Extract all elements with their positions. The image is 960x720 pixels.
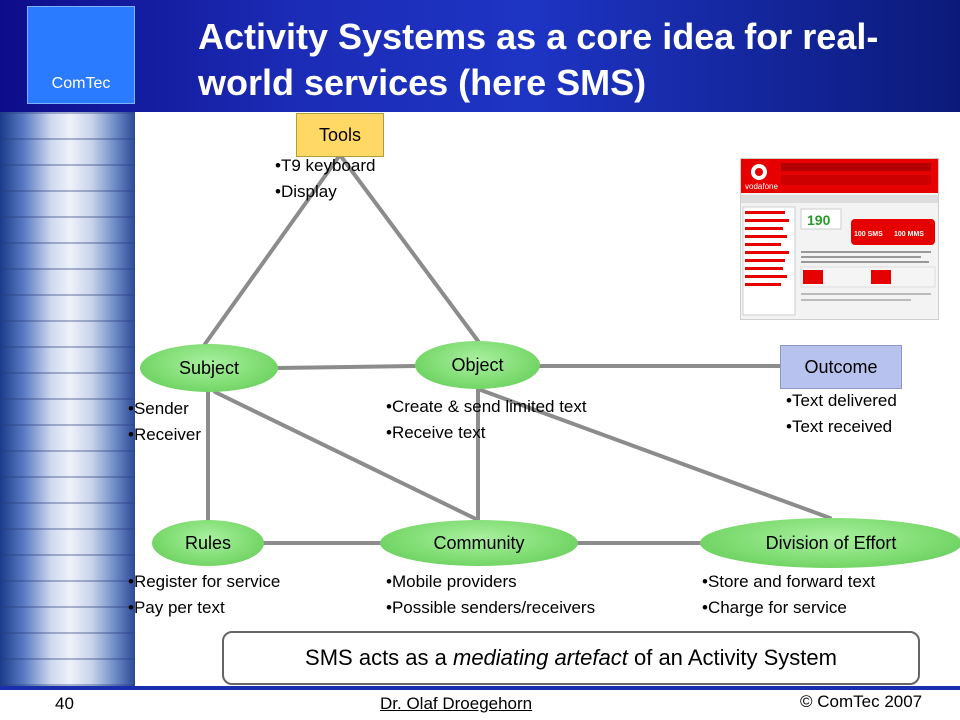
caption-box: SMS acts as a mediating artefact of an A… — [222, 631, 920, 685]
list-item: Sender — [128, 396, 201, 422]
promo-190-text: 190 — [807, 212, 831, 228]
list-item: Receive text — [386, 420, 587, 446]
object-list: Create & send limited text Receive text — [386, 394, 587, 446]
comtec-logo: ComTec — [27, 6, 135, 104]
subject-list: Sender Receiver — [128, 396, 201, 448]
promo-sms-text: 100 SMS — [854, 231, 883, 238]
building-background-image — [0, 112, 135, 686]
author-name: Dr. Olaf Droegehorn — [380, 694, 533, 713]
vodafone-page-thumbnail: vodafone 190 100 SMS 100 MMS — [741, 159, 938, 316]
list-item: Receiver — [128, 422, 201, 448]
connector-subject-object — [276, 364, 417, 370]
slide-title: Activity Systems as a core idea for real… — [198, 14, 938, 106]
caption-after: of an Activity System — [627, 645, 837, 670]
promo-button-1 — [803, 270, 823, 284]
tools-node: Tools — [296, 113, 384, 157]
object-node: Object — [415, 341, 540, 389]
rules-list: Register for service Pay per text — [128, 569, 280, 621]
list-item: Charge for service — [702, 595, 875, 621]
building-window-lines — [0, 112, 135, 686]
community-list: Mobile providers Possible senders/receiv… — [386, 569, 595, 621]
list-item: Text received — [786, 414, 897, 440]
brand-text: vodafone — [745, 182, 778, 191]
logo-text: ComTec — [51, 75, 111, 92]
division-list: Store and forward text Charge for servic… — [702, 569, 875, 621]
list-item: Pay per text — [128, 595, 280, 621]
community-node: Community — [380, 520, 578, 566]
site-login-bar — [741, 195, 938, 203]
list-item: Display — [275, 179, 375, 205]
promo-banner — [851, 219, 935, 245]
page-number: 40 — [55, 694, 74, 713]
outcome-node: Outcome — [780, 345, 902, 389]
subject-node: Subject — [140, 344, 278, 392]
title-line-1: Activity Systems as a core idea for real… — [198, 16, 879, 57]
list-item: Text delivered — [786, 388, 897, 414]
caption-emphasis: mediating artefact — [453, 645, 628, 670]
copyright-notice: © ComTec 2007 — [800, 692, 923, 711]
list-item: Possible senders/receivers — [386, 595, 595, 621]
list-item: Store and forward text — [702, 569, 875, 595]
promo-table — [800, 266, 936, 288]
title-bar — [0, 0, 960, 112]
rules-node: Rules — [152, 520, 264, 566]
list-item: Mobile providers — [386, 569, 595, 595]
list-item: Create & send limited text — [386, 394, 587, 420]
vodafone-logo-inner-icon — [755, 168, 763, 176]
list-item: T9 keyboard — [275, 153, 376, 179]
division-of-effort-node: Division of Effort — [700, 518, 960, 568]
promo-190-logo — [800, 208, 842, 230]
vodafone-website-screenshot: vodafone 190 100 SMS 100 MMS — [740, 158, 939, 320]
footer-bar — [0, 690, 960, 720]
list-item: Register for service — [128, 569, 280, 595]
promo-mms-text: 100 MMS — [894, 231, 924, 238]
promo-button-2 — [871, 270, 891, 284]
footer-divider — [0, 686, 960, 690]
site-subnav-bar — [781, 175, 931, 185]
title-line-2: world services (here SMS) — [198, 62, 647, 103]
outcome-list: Text delivered Text received — [786, 388, 897, 440]
caption-before: SMS acts as a — [305, 645, 453, 670]
tools-list: T9 keyboard Display — [275, 153, 376, 205]
site-nav-bar — [781, 163, 931, 171]
connector-subject-community — [213, 390, 480, 522]
